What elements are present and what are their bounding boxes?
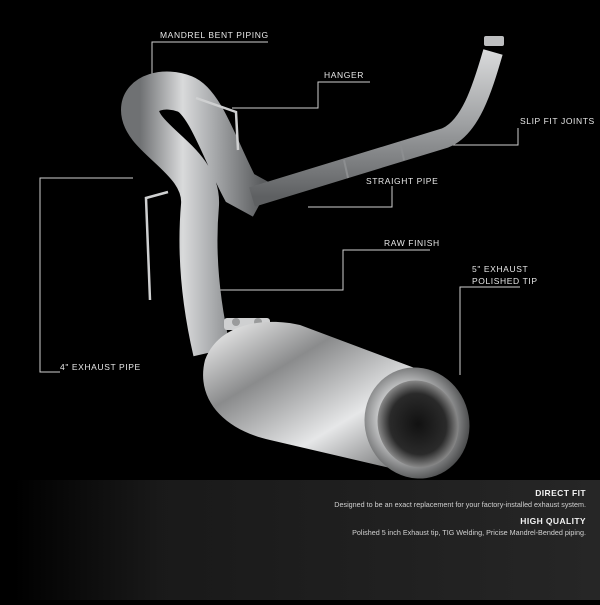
feature-desc-high-quality: Polished 5 inch Exhaust tip, TIG Welding… xyxy=(352,528,586,537)
callout-hanger: HANGER xyxy=(324,70,364,80)
hanger-rod xyxy=(195,96,240,151)
callout-mandrel-bent-piping: MANDREL BENT PIPING xyxy=(160,30,269,40)
straight-pipe xyxy=(249,49,503,207)
callout-tip-size: 5" EXHAUST xyxy=(472,264,529,274)
pipe-flange xyxy=(484,36,504,46)
slip-joints xyxy=(343,141,405,179)
feature-footer: DIRECT FIT Designed to be an exact repla… xyxy=(14,480,600,600)
callout-leader-lines xyxy=(39,41,520,375)
feature-desc-direct-fit: Designed to be an exact replacement for … xyxy=(334,500,586,509)
polished-tip-opening xyxy=(377,380,459,468)
exhaust-pipe xyxy=(120,71,272,357)
callout-straight-pipe: STRAIGHT PIPE xyxy=(366,176,439,186)
callout-slip-fit-joints: SLIP FIT JOINTS xyxy=(520,116,595,126)
callout-exhaust-pipe: 4" EXHAUST PIPE xyxy=(60,362,141,372)
feature-title-high-quality: HIGH QUALITY xyxy=(520,516,586,526)
feature-title-direct-fit: DIRECT FIT xyxy=(535,488,586,498)
hanger-rod-lower xyxy=(144,190,169,301)
callout-raw-finish: RAW FINISH xyxy=(384,238,440,248)
callout-polished-tip: POLISHED TIP xyxy=(472,276,538,286)
